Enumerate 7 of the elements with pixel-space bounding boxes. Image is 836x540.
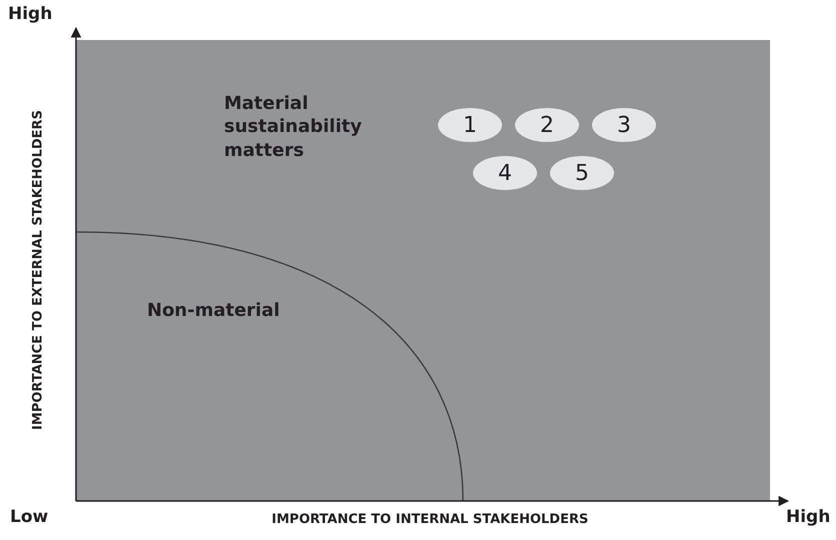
axis-title: IMPORTANCE TO EXTERNAL STAKEHOLDERS (30, 110, 46, 430)
axis-end-label: High (786, 507, 830, 527)
region-label: Non-material (147, 300, 280, 321)
axis-end-label: High (8, 4, 52, 24)
region-label: Material sustainability matters (224, 92, 363, 162)
axis-end-label: Low (10, 507, 48, 527)
axis-title: IMPORTANCE TO INTERNAL STAKEHOLDERS (272, 512, 588, 527)
